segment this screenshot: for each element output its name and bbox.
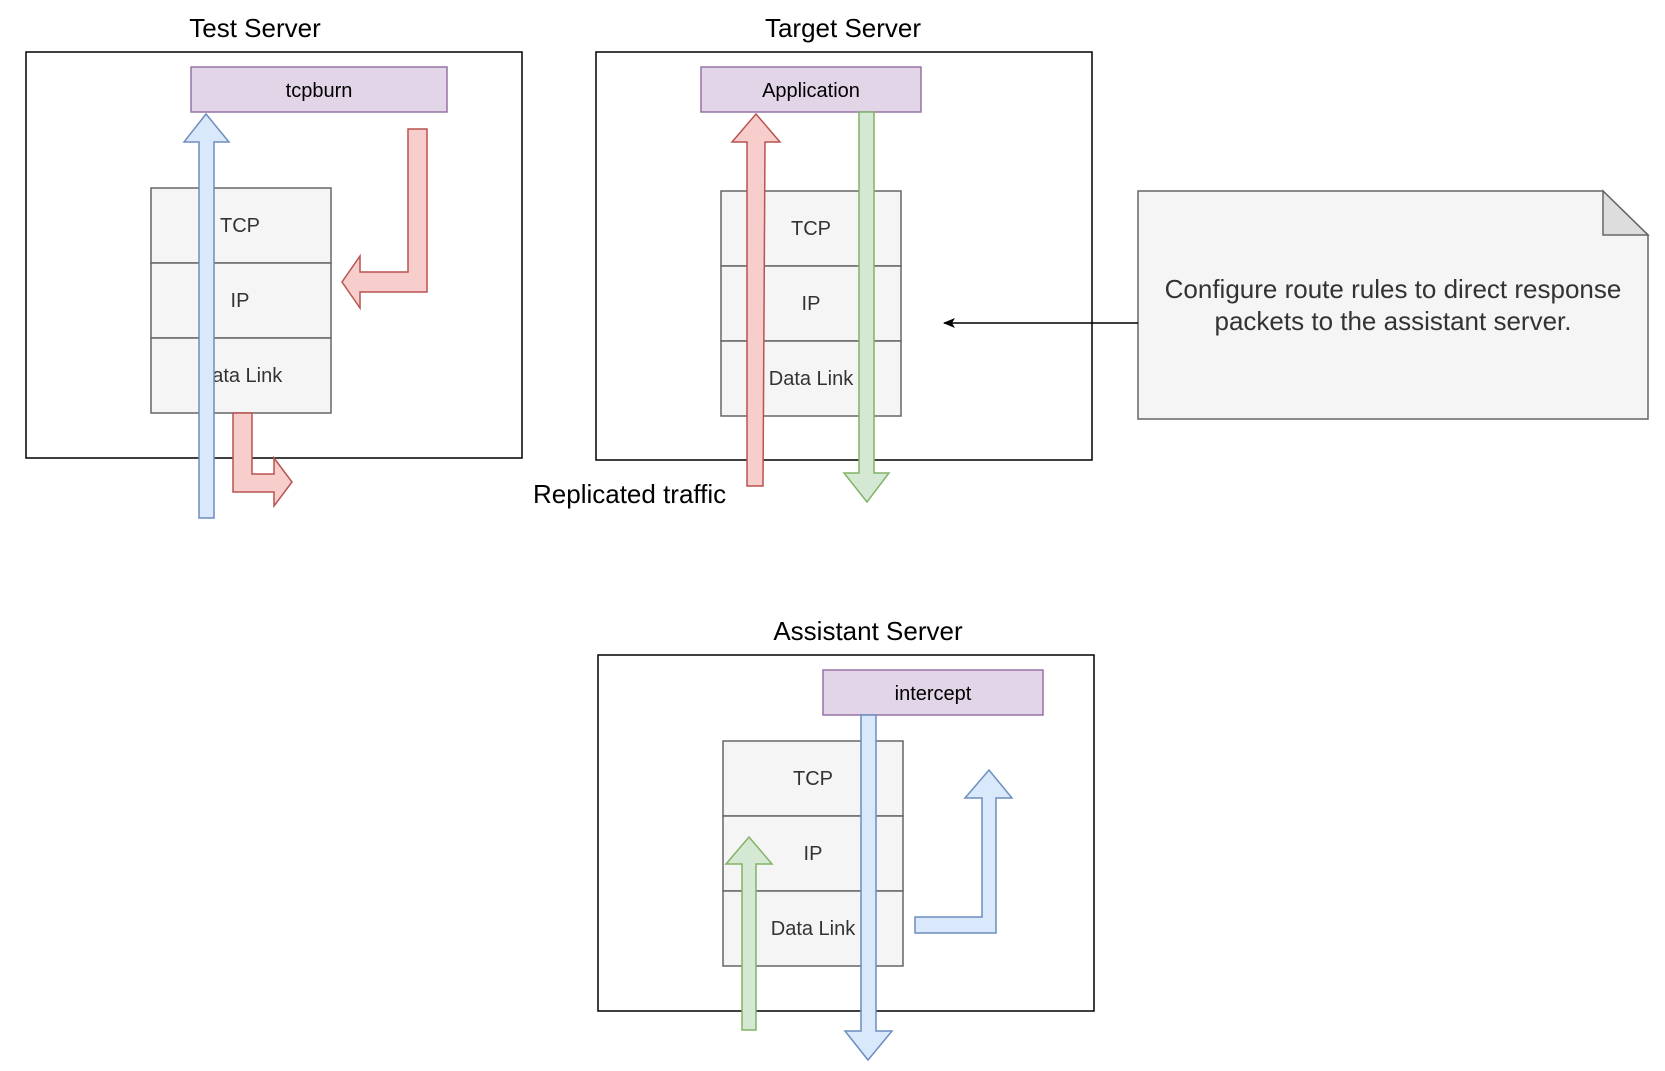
tcpburn-label: tcpburn (286, 80, 353, 102)
test-tcp-layer (150, 187, 332, 264)
assistant-return-arrow (914, 768, 1014, 934)
intercept-label: intercept (895, 683, 972, 705)
assistant-datalink-label: Data Link (771, 918, 856, 940)
test-inbound-arrow (182, 112, 231, 519)
test-ip-label: IP (231, 290, 250, 312)
test-server-title: Test Server (189, 13, 321, 43)
target-ip-label: IP (802, 293, 821, 315)
replicated-traffic-arrow (730, 112, 782, 487)
test-server: Test Server tcpburn TCP IP Data Link (25, 13, 523, 519)
target-tcp-label: TCP (791, 218, 831, 240)
test-datalink-label: Data Link (198, 365, 283, 387)
assistant-inbound-arrow (724, 835, 774, 1031)
target-server: Target Server Application TCP IP Data Li… (533, 13, 1093, 509)
route-note: Configure route rules to direct response… (943, 189, 1650, 420)
application-label: Application (762, 80, 860, 102)
target-datalink-label: Data Link (769, 368, 854, 390)
test-tcp-label: TCP (220, 215, 260, 237)
assistant-ip-label: IP (804, 843, 823, 865)
note-line-2: packets to the assistant server. (1215, 306, 1572, 336)
note-line-1: Configure route rules to direct response (1165, 274, 1622, 304)
assistant-tcp-label: TCP (793, 768, 833, 790)
assistant-server: Assistant Server intercept TCP IP Data L… (597, 616, 1095, 1062)
target-response-arrow (842, 111, 891, 504)
target-server-title: Target Server (765, 13, 921, 43)
note-fold (1602, 189, 1650, 236)
test-ip-layer (150, 262, 332, 339)
note-box (1137, 190, 1649, 420)
assistant-forward-arrow (843, 714, 894, 1062)
test-outbound-arrow-bottom (232, 412, 293, 509)
tcpburn-process (190, 66, 448, 113)
test-outbound-arrow-top (341, 128, 428, 311)
assistant-server-title: Assistant Server (773, 616, 963, 646)
replicated-traffic-label: Replicated traffic (533, 479, 726, 509)
application-process (700, 66, 922, 113)
intercept-process (822, 669, 1044, 716)
